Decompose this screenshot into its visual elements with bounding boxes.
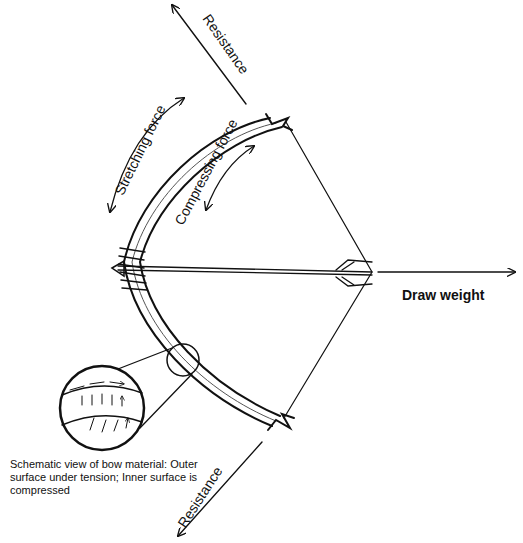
- force-label: Stretching force: [111, 102, 168, 197]
- note-text: Schematic view of bow material: Outer su…: [10, 458, 200, 498]
- force-label: Compressing force: [171, 116, 240, 227]
- force-label: Draw weight: [402, 287, 484, 303]
- force-label: Resistance: [200, 11, 253, 77]
